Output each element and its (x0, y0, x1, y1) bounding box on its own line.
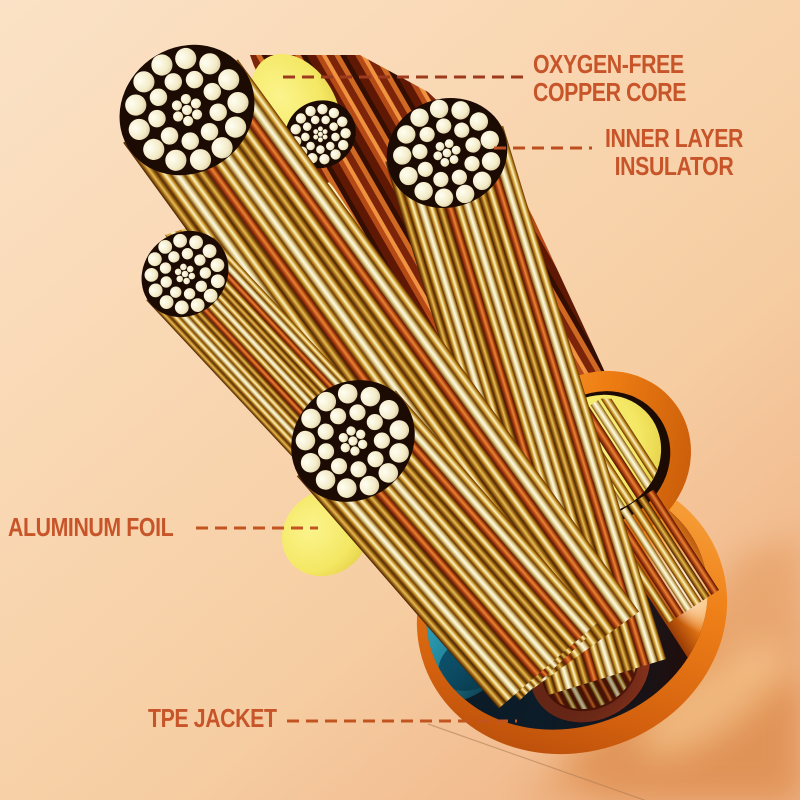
callout-line: ALUMINUM FOIL (8, 512, 174, 542)
callout-line: INNER LAYER (604, 123, 744, 153)
callout-oxygen-free-copper-core: OXYGEN-FREE COPPER CORE (533, 50, 686, 106)
shadow-edge-line (427, 723, 646, 800)
callout-line: OXYGEN-FREE (533, 49, 684, 79)
callout-aluminum-foil: ALUMINUM FOIL (8, 512, 174, 542)
callout-tpe-jacket: TPE JACKET (148, 704, 277, 732)
callout-line: INSULATOR (614, 151, 734, 182)
cast-shadow (520, 535, 800, 800)
callout-line: TPE JACKET (148, 703, 277, 733)
callout-inner-layer-insulator: INNER LAYER INSULATOR (600, 124, 748, 180)
callout-line: COPPER CORE (533, 77, 687, 108)
